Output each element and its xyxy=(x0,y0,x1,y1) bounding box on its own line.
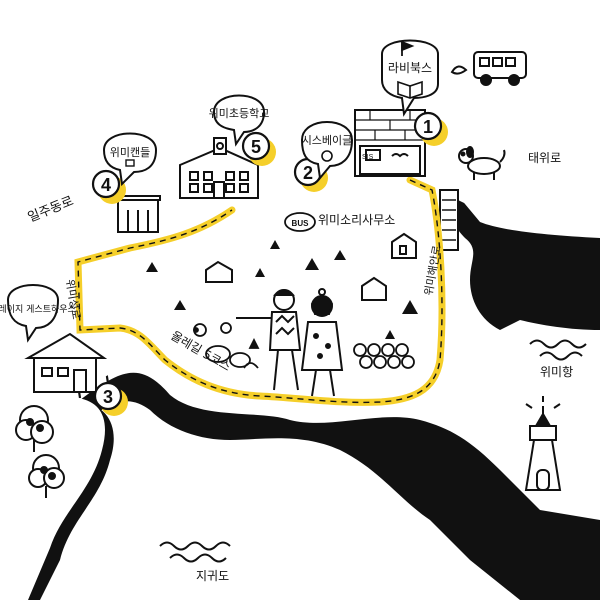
marker-4[interactable]: 4 xyxy=(91,169,126,204)
marker-1[interactable]: 1 xyxy=(413,111,448,146)
marker-3[interactable]: 3 xyxy=(93,381,128,416)
bus-stop[interactable]: BUS 위미소리사무소 xyxy=(284,212,395,232)
guesthouse-building xyxy=(24,332,108,393)
island-wave-icon xyxy=(159,541,231,563)
callout-bookshop: 라비북스 xyxy=(381,39,439,117)
marker-3-label: 비레이지 게스트하우스 xyxy=(0,304,76,315)
shop-sign: SIS xyxy=(362,154,374,161)
marker-5-label: 위미초등학교 xyxy=(209,107,270,120)
house-icon xyxy=(205,232,417,301)
tree-icon xyxy=(15,405,65,498)
marker-1-number: 1 xyxy=(423,117,433,137)
couple-icon xyxy=(236,288,344,397)
marker-4-number: 4 xyxy=(101,175,111,195)
park-trees xyxy=(146,240,418,339)
flag-icon xyxy=(401,40,415,56)
bagel-icon xyxy=(321,150,333,162)
wave-icon xyxy=(529,339,587,361)
marker-5[interactable]: 5 xyxy=(241,131,276,166)
candle-icon xyxy=(125,159,135,167)
bus-icon xyxy=(450,51,527,86)
callout-school: 위미초등학교 xyxy=(209,94,270,147)
marker-2-label-text: 시스베이글 xyxy=(302,134,353,147)
marker-4-label: 위미캔들 xyxy=(110,146,150,159)
candle-shop-building xyxy=(115,195,161,233)
island-label: 지귀도 xyxy=(196,569,229,583)
callout-bagel: 시스베이글 xyxy=(300,121,354,181)
road-label-taewi: 태위로 xyxy=(528,151,561,165)
bookshop-building: SIS xyxy=(354,109,426,177)
callout-candle: 위미캔들 xyxy=(102,132,158,187)
lighthouse-icon xyxy=(524,396,562,491)
park-bushes xyxy=(193,322,415,369)
book-icon xyxy=(397,80,423,99)
marker-3-number: 3 xyxy=(103,387,113,407)
marker-2-number: 2 xyxy=(303,163,313,183)
bus-stop-label: 위미소리사무소 xyxy=(318,213,395,227)
marker-5-number: 5 xyxy=(251,137,261,157)
school-building xyxy=(179,137,259,199)
callout-guesthouse: 비레이지 게스트하우스 xyxy=(0,284,76,343)
dog-icon xyxy=(458,146,506,180)
marker-2-label: 시스베이글 xyxy=(302,134,353,147)
harbor-label: 위미항 xyxy=(540,365,573,379)
olle-route xyxy=(74,176,446,406)
marker-1-label: 라비북스 xyxy=(388,61,432,75)
bus-badge: BUS xyxy=(292,219,310,228)
